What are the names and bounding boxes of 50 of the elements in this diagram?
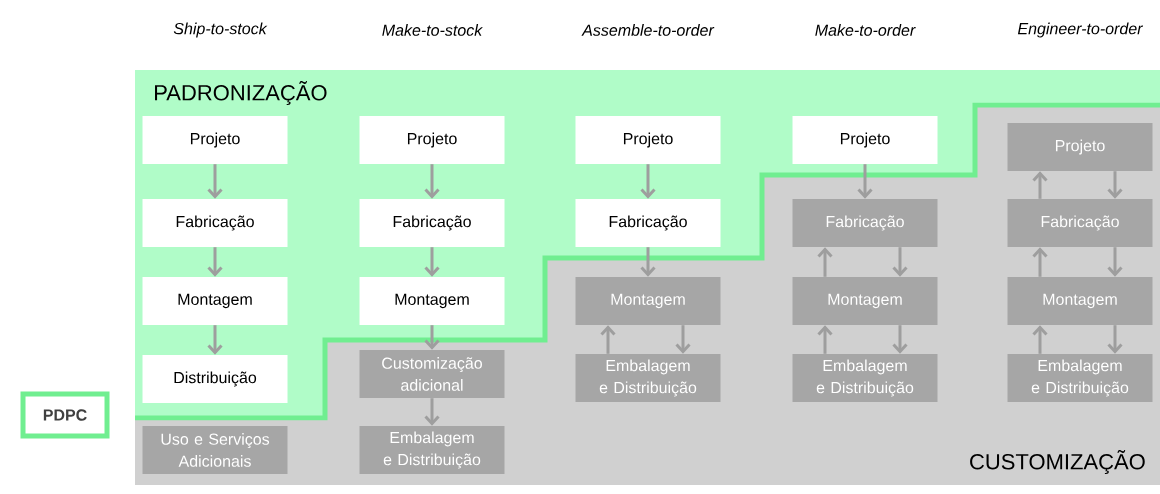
arrow — [424, 164, 440, 199]
process-box: Montagem — [142, 277, 288, 325]
arrow — [640, 247, 656, 277]
arrow — [1032, 247, 1048, 277]
process-box: Fabricação — [359, 199, 505, 247]
arrow — [892, 247, 908, 277]
process-box: Projeto — [575, 116, 721, 164]
process-box: Projeto — [1007, 123, 1153, 171]
column-heading: Ship-to-stock — [173, 22, 268, 38]
arrow — [207, 164, 223, 199]
process-box: Montagem — [1007, 277, 1153, 325]
process-box: Distribuição — [142, 355, 288, 403]
process-box: Embalagem e Distribuição — [1007, 354, 1153, 402]
label-box: PDPC — [20, 391, 110, 439]
process-box: Embalagem e Distribuição — [792, 354, 938, 402]
process-box: Customização adicional — [359, 350, 505, 398]
process-box: Fabricação — [142, 199, 288, 247]
process-box: Montagem — [575, 277, 721, 325]
process-box: Fabricação — [792, 199, 938, 247]
arrow — [675, 325, 691, 354]
arrow — [207, 325, 223, 355]
arrow — [817, 325, 833, 354]
arrow — [1107, 325, 1123, 354]
process-box: Projeto — [142, 116, 288, 164]
arrow — [600, 325, 616, 354]
arrow — [1107, 171, 1123, 199]
arrow — [817, 247, 833, 277]
process-box: Projeto — [359, 116, 505, 164]
process-box: Embalagem e Distribuição — [575, 354, 721, 402]
column-heading: Engineer-to-order — [1017, 22, 1144, 38]
arrow — [1032, 325, 1048, 354]
arrow — [424, 325, 440, 350]
arrow — [424, 247, 440, 277]
process-box: Montagem — [792, 277, 938, 325]
process-box: Embalagem e Distribuição — [359, 426, 505, 474]
arrow — [1032, 171, 1048, 199]
arrow — [640, 164, 656, 199]
process-box: Uso e Serviços Adicionais — [142, 426, 288, 474]
arrow — [207, 247, 223, 277]
column-heading: Make-to-order — [815, 24, 916, 36]
process-box: Fabricação — [1007, 199, 1153, 247]
arrow — [857, 164, 873, 199]
process-box: Projeto — [792, 116, 938, 164]
column-heading: Make-to-stock — [382, 24, 483, 36]
arrow — [892, 325, 908, 354]
column-heading: Assemble-to-order — [581, 24, 715, 36]
arrow — [1107, 247, 1123, 277]
process-box: Fabricação — [575, 199, 721, 247]
arrow — [424, 398, 440, 426]
process-box: Montagem — [359, 277, 505, 325]
